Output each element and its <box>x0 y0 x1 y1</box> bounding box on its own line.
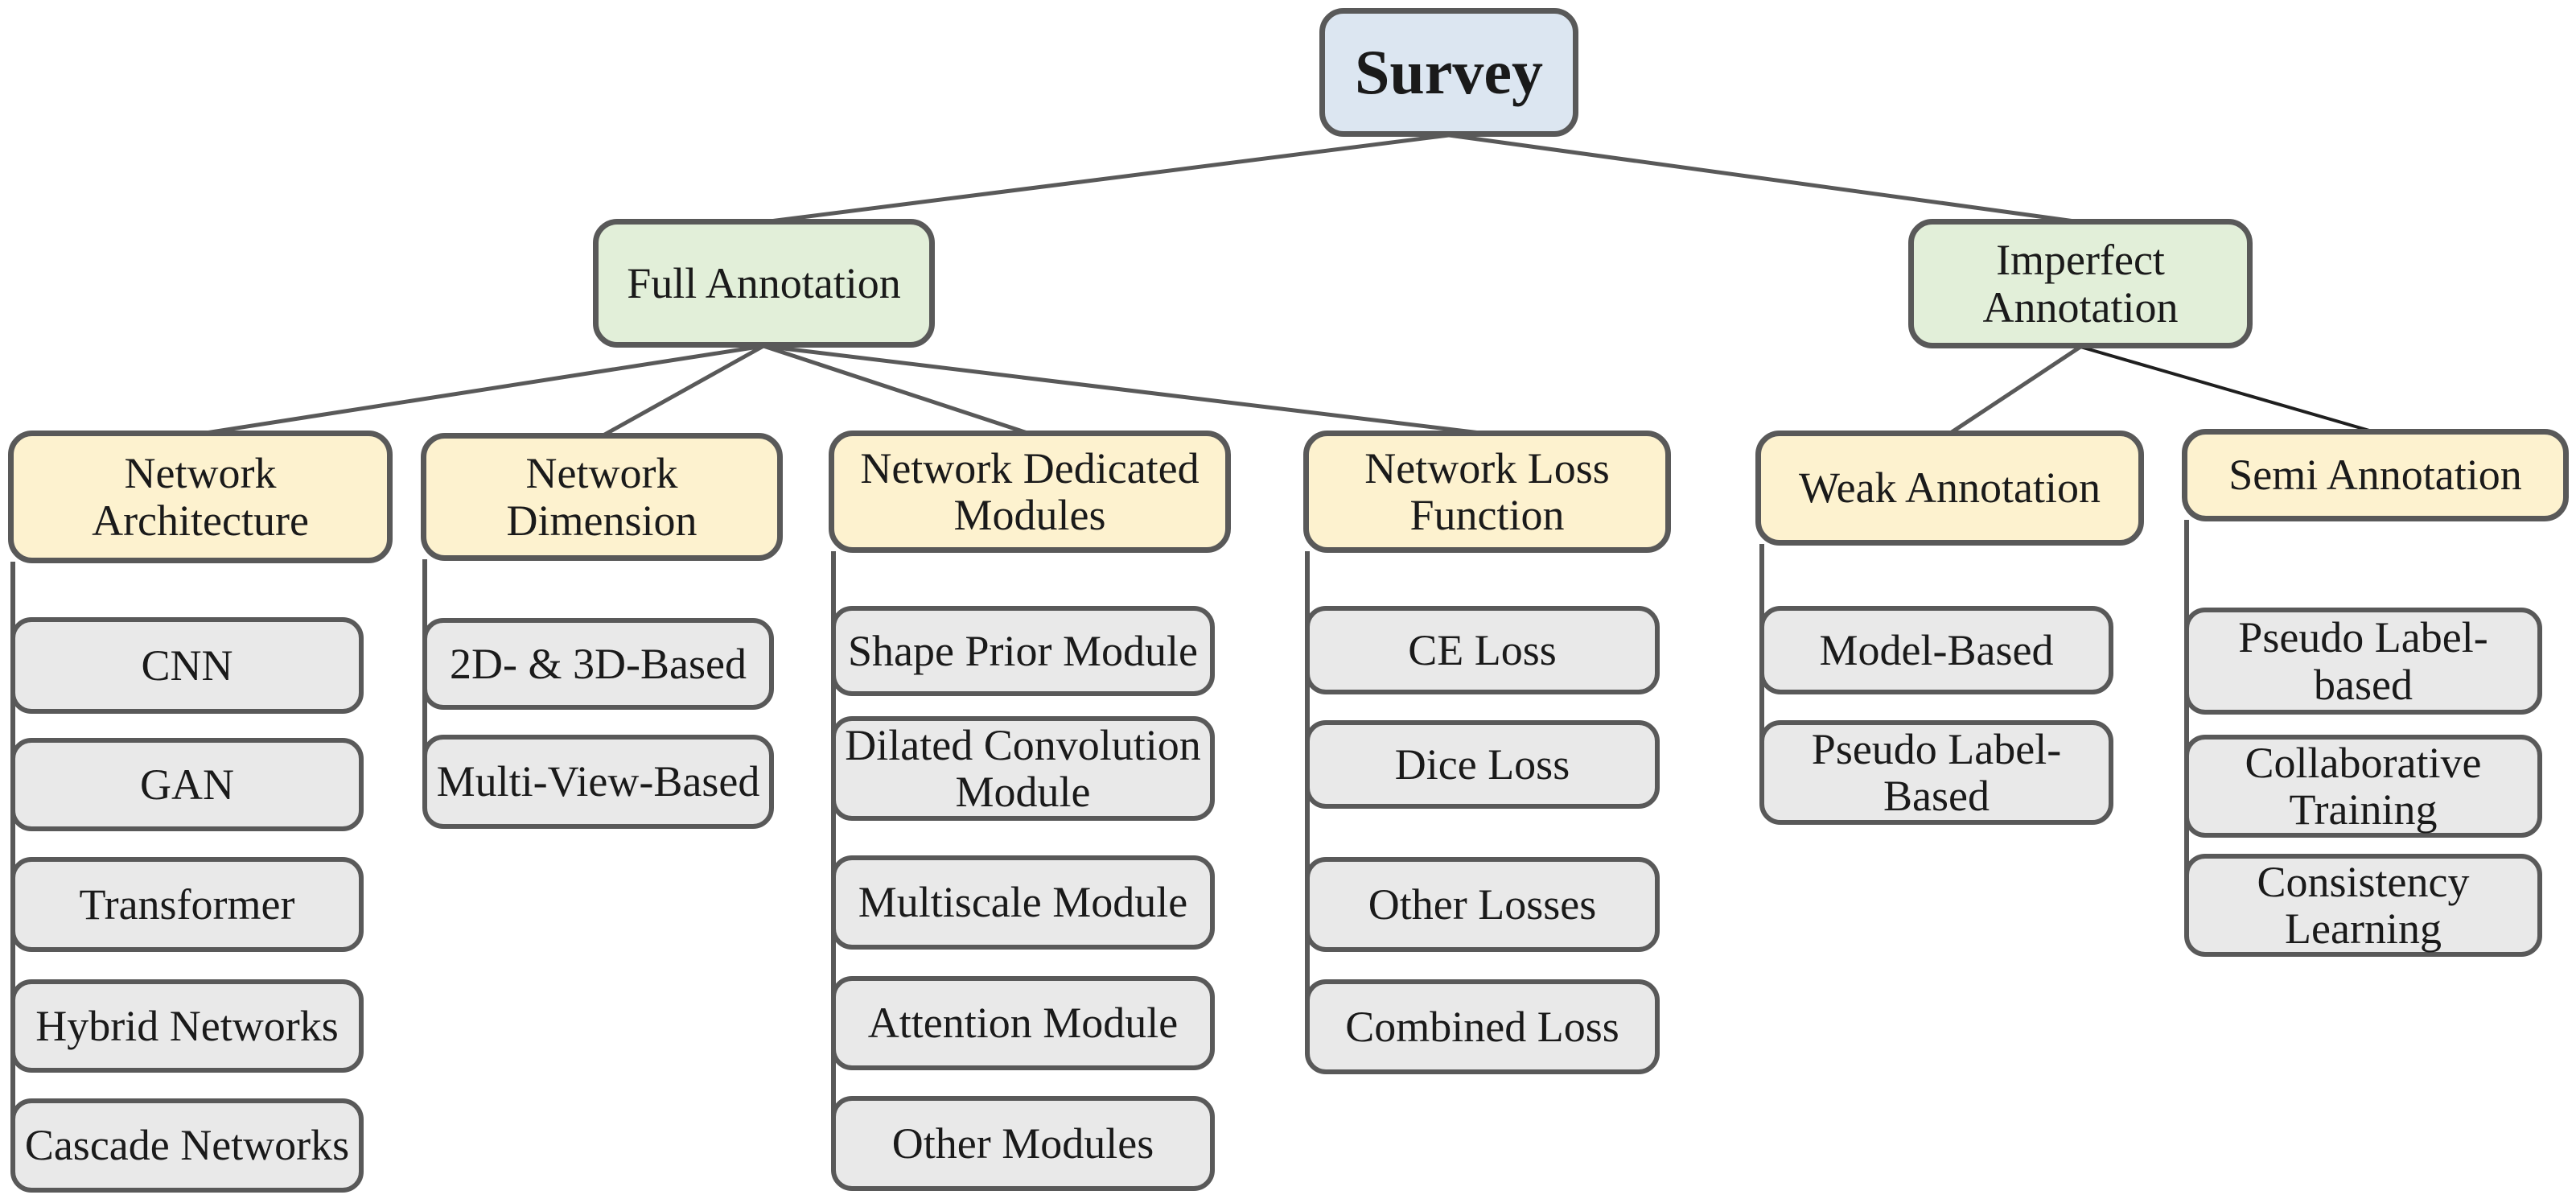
leaf-dice-loss: Dice Loss <box>1305 720 1660 809</box>
header-network-loss-function: Network Loss Function <box>1303 431 1671 553</box>
leaf-model-based: Model-Based <box>1759 606 2113 694</box>
leaf-pseudo-label-based-semi-label: Pseudo Label- based <box>2238 613 2488 709</box>
leaf-attention-module-label: Attention Module <box>867 999 1179 1048</box>
edge-survey-imperfect-annotation <box>1448 133 2081 225</box>
node-survey: Survey <box>1319 8 1578 137</box>
edge-imperfect-semi-annotation <box>2080 345 2376 434</box>
header-weak-annotation-label: Weak Annotation <box>1798 464 2101 513</box>
edge-imperfect-weak-annotation <box>1948 344 2082 436</box>
leaf-dice-loss-label: Dice Loss <box>1394 740 1570 789</box>
leaf-attention-module: Attention Module <box>831 976 1215 1070</box>
leaf-consistency-learning-label: Consistency Learning <box>2257 857 2470 953</box>
leaf-cascade-networks-label: Cascade Networks <box>24 1121 350 1170</box>
edge-full-network-architecture <box>200 344 764 436</box>
leaf-transformer: Transformer <box>10 857 364 952</box>
header-network-architecture-label: Network Architecture <box>92 449 309 545</box>
leaf-combined-loss-label: Combined Loss <box>1345 1002 1619 1051</box>
leaf-consistency-learning: Consistency Learning <box>2184 854 2542 957</box>
leaf-dilated-convolution-module-label: Dilated Convolution Module <box>845 720 1201 816</box>
leaf-cascade-networks: Cascade Networks <box>10 1098 364 1193</box>
leaf-multi-view-based: Multi-View-Based <box>422 735 774 829</box>
header-semi-annotation-label: Semi Annotation <box>2228 451 2522 500</box>
leaf-dilated-convolution-module: Dilated Convolution Module <box>831 716 1215 821</box>
leaf-shape-prior-module: Shape Prior Module <box>831 606 1215 696</box>
leaf-gan: GAN <box>10 738 364 831</box>
leaf-pseudo-label-based-semi: Pseudo Label- based <box>2184 608 2542 715</box>
leaf-other-modules: Other Modules <box>831 1096 1215 1191</box>
node-imperfect-annotation: Imperfect Annotation <box>1908 219 2253 348</box>
header-network-architecture: Network Architecture <box>8 431 393 563</box>
leaf-multi-view-based-label: Multi-View-Based <box>436 757 760 806</box>
leaf-pseudo-label-based-weak-label: Pseudo Label- Based <box>1811 724 2062 820</box>
header-network-dedicated-modules-label: Network Dedicated Modules <box>860 443 1200 539</box>
node-imperfect-annotation-label: Imperfect Annotation <box>1982 236 2179 332</box>
header-network-dimension-label: Network Dimension <box>506 449 697 545</box>
header-semi-annotation: Semi Annotation <box>2182 429 2569 521</box>
leaf-shape-prior-module-label: Shape Prior Module <box>848 626 1198 675</box>
leaf-2d-3d-based-label: 2D- & 3D-Based <box>450 639 747 688</box>
leaf-other-losses: Other Losses <box>1305 857 1660 952</box>
leaf-hybrid-networks: Hybrid Networks <box>10 979 364 1073</box>
leaf-cnn-label: CNN <box>141 641 233 690</box>
edge-full-network-dimension <box>600 344 765 439</box>
leaf-collaborative-training-label: Collaborative Training <box>2245 738 2482 834</box>
leaf-gan-label: GAN <box>140 760 234 809</box>
edge-survey-full-annotation <box>763 133 1450 225</box>
leaf-cnn: CNN <box>10 617 364 714</box>
edge-full-network-loss-function <box>763 344 1488 436</box>
leaf-other-losses-label: Other Losses <box>1368 880 1597 929</box>
node-full-annotation-label: Full Annotation <box>627 258 901 307</box>
leaf-ce-loss: CE Loss <box>1305 606 1660 694</box>
header-network-dimension: Network Dimension <box>421 433 783 561</box>
leaf-multiscale-module: Multiscale Module <box>831 855 1215 950</box>
leaf-combined-loss: Combined Loss <box>1305 979 1660 1074</box>
leaf-2d-3d-based: 2D- & 3D-Based <box>422 618 774 710</box>
leaf-pseudo-label-based-weak: Pseudo Label- Based <box>1759 720 2113 825</box>
leaf-model-based-label: Model-Based <box>1819 625 2054 674</box>
leaf-transformer-label: Transformer <box>79 880 295 929</box>
leaf-other-modules-label: Other Modules <box>891 1119 1154 1168</box>
leaf-collaborative-training: Collaborative Training <box>2184 735 2542 838</box>
leaf-multiscale-module-label: Multiscale Module <box>858 878 1188 927</box>
node-full-annotation: Full Annotation <box>593 219 935 348</box>
leaf-ce-loss-label: CE Loss <box>1408 625 1557 674</box>
leaf-hybrid-networks-label: Hybrid Networks <box>35 1001 339 1050</box>
node-survey-label: Survey <box>1355 36 1543 107</box>
header-network-loss-function-label: Network Loss Function <box>1364 443 1610 539</box>
header-network-dedicated-modules: Network Dedicated Modules <box>829 431 1231 553</box>
header-weak-annotation: Weak Annotation <box>1755 431 2144 546</box>
edge-full-network-dedicated-modules <box>763 344 1031 436</box>
